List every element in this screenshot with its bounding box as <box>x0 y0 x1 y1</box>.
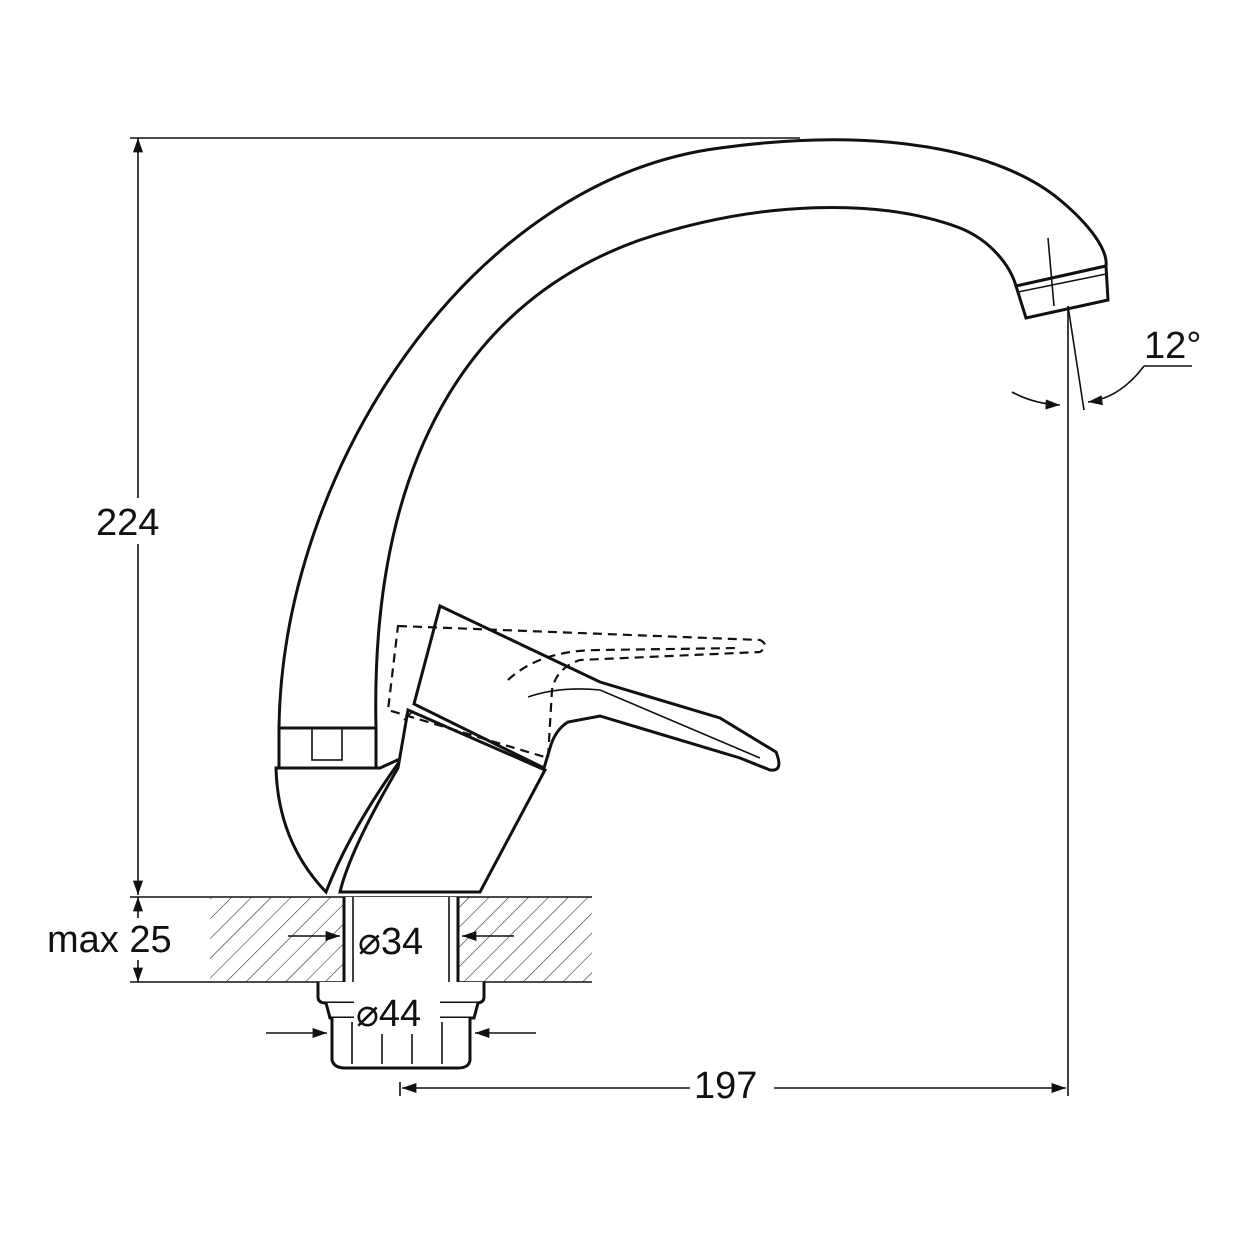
hole-label-bg <box>356 918 440 960</box>
handle-lever-dashed <box>386 624 767 760</box>
angle-dimension: 12° <box>1011 237 1201 411</box>
handle-lever <box>412 603 781 772</box>
faucet-body <box>274 707 548 895</box>
height-dimension: 224 <box>92 137 800 895</box>
nut-diameter-label: ⌀44 <box>356 993 421 1035</box>
max-thickness-label: max 25 <box>47 919 172 961</box>
reach-label: 197 <box>694 1065 757 1107</box>
angle-label: 12° <box>1144 325 1201 367</box>
thickness-dimension: max 25 <box>46 897 196 982</box>
height-label: 224 <box>96 502 159 544</box>
nut-label-bg <box>354 994 440 1034</box>
reach-dimension: 197 <box>399 306 1069 1108</box>
spout <box>277 138 1110 730</box>
hole-diameter-label: ⌀34 <box>358 921 423 963</box>
